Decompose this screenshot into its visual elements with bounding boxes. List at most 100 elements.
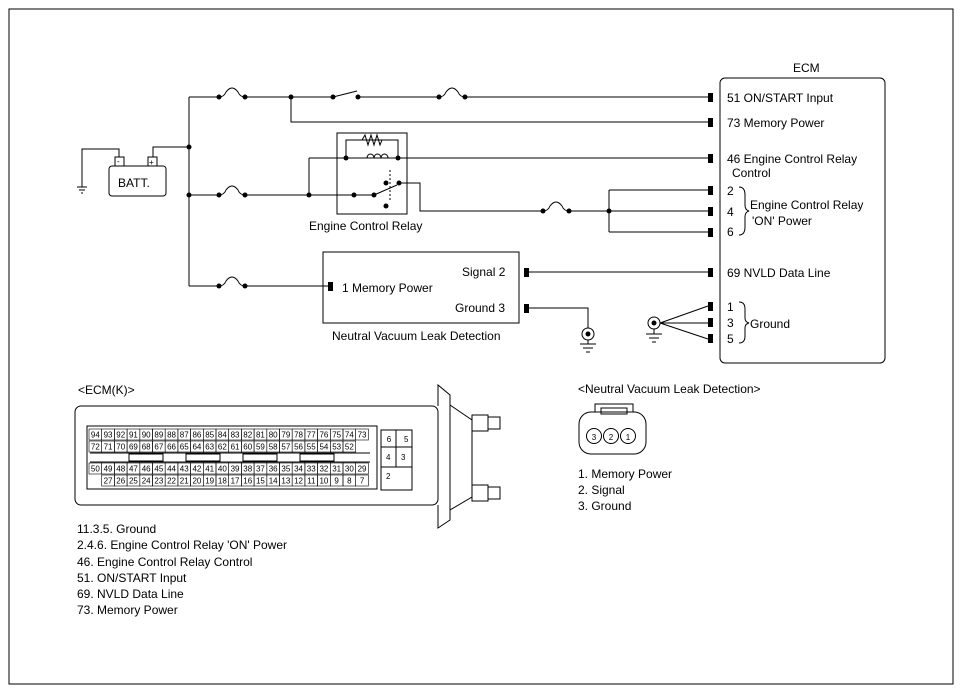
relay-power-brace (738, 186, 750, 236)
ecm-k-side-2: 2 (386, 472, 391, 481)
ecm-k-pin-20: 20 (192, 477, 201, 486)
ecm-k-pin-11: 11 (307, 477, 316, 486)
nvld-conn-legend-2: 2. Signal (578, 483, 625, 497)
ecm-k-pin-52: 52 (345, 443, 354, 452)
ecm-k-side-3: 3 (401, 453, 406, 462)
ecm-k-pin-67: 67 (154, 443, 163, 452)
ecm-k-pin-48: 48 (116, 465, 125, 474)
ecm-k-pin-79: 79 (281, 431, 290, 440)
ecm-k-pin-34: 34 (294, 465, 303, 474)
ecm-k-pin-75: 75 (332, 431, 341, 440)
ecm-k-pin-59: 59 (256, 443, 265, 452)
ecm-k-pin-26: 26 (116, 477, 125, 486)
ecm-k-pin-55: 55 (307, 443, 316, 452)
ecm-pin-4: 4 (727, 205, 734, 219)
ecm-k-pin-24: 24 (142, 477, 151, 486)
ecm-k-pin-62: 62 (218, 443, 227, 452)
ground-brace (738, 301, 750, 344)
ecm-k-pin-58: 58 (269, 443, 278, 452)
ecm-k-pin-22: 22 (167, 477, 176, 486)
ecm-k-pin-47: 47 (129, 465, 138, 474)
ecm-k-pin-69: 69 (129, 443, 138, 452)
ecm-k-pin-30: 30 (345, 465, 354, 474)
nvld-title: Neutral Vacuum Leak Detection (332, 329, 501, 343)
ecm-k-pin-87: 87 (180, 431, 189, 440)
ecm-k-pin-89: 89 (154, 431, 163, 440)
ecm-k-pin-54: 54 (319, 443, 328, 452)
ecm-pin-2: 2 (727, 184, 734, 198)
nvld-module (322, 251, 529, 324)
ecm-k-pin-71: 71 (104, 443, 113, 452)
ecm-k-pin-14: 14 (269, 477, 278, 486)
ecm-pin-5: 5 (727, 332, 734, 346)
nvld-conn-title: <Neutral Vacuum Leak Detection> (578, 382, 761, 396)
ecm-k-legend-1: 11.3.5. Ground (77, 522, 156, 536)
ecm-k-pin-45: 45 (154, 465, 163, 474)
ecm-k-pin-18: 18 (218, 477, 227, 486)
ecm-k-pin-73: 73 (358, 431, 367, 440)
nvld-conn-pin-3: 3 (592, 433, 597, 442)
ecm-k-pin-53: 53 (332, 443, 341, 452)
battery: - + BATT. (77, 146, 189, 197)
ecm-k-pin-33: 33 (307, 465, 316, 474)
diagram-border (8, 8, 954, 685)
ecm-k-pin-65: 65 (180, 443, 189, 452)
ecm-k-pin-40: 40 (218, 465, 227, 474)
ecm-k-pin-37: 37 (256, 465, 265, 474)
ecm-k-pin-42: 42 (192, 465, 201, 474)
ecm-k-pin-76: 76 (319, 431, 328, 440)
ecm-pin-51: 51 ON/START Input (727, 91, 834, 105)
ecm-k-connector (74, 383, 501, 529)
ecm-k-pin-68: 68 (142, 443, 151, 452)
ecm-k-pin-21: 21 (180, 477, 189, 486)
ecm-k-pin-86: 86 (192, 431, 201, 440)
ecm-pin-markers (708, 93, 713, 343)
ecm-k-pin-88: 88 (167, 431, 176, 440)
ecm-k-pin-83: 83 (231, 431, 240, 440)
power-bus-wiring (186, 87, 709, 353)
ecm-k-pin-46: 46 (142, 465, 151, 474)
ecm-k-pin-82: 82 (243, 431, 252, 440)
ecm-k-pin-8: 8 (347, 477, 352, 486)
ecm-k-legend-3: 46. Engine Control Relay Control (77, 555, 252, 569)
nvld-conn-legend-1: 1. Memory Power (578, 467, 672, 481)
ecm-k-legend: 11.3.5. Ground 2.4.6. Engine Control Rel… (77, 522, 287, 617)
ecm-k-pin-92: 92 (116, 431, 125, 440)
ecm-k-pin-91: 91 (129, 431, 138, 440)
ecm-pin-69: 69 NVLD Data Line (727, 266, 831, 280)
ecm-k-pin-39: 39 (231, 465, 240, 474)
ecm-k-pin-57: 57 (281, 443, 290, 452)
ecm-k-pin-29: 29 (358, 465, 367, 474)
nvld-conn-pin-2: 2 (609, 433, 614, 442)
ground-label: Ground (750, 317, 790, 331)
ecm-k-pin-13: 13 (281, 477, 290, 486)
ecm-k-title: <ECM(K)> (78, 383, 135, 397)
ecm-title: ECM (793, 61, 820, 75)
battery-minus: - (117, 157, 120, 166)
ecm-k-pin-10: 10 (319, 477, 328, 486)
ecm-k-pin-56: 56 (294, 443, 303, 452)
ecm-k-pin-70: 70 (116, 443, 125, 452)
ecm-k-pin-38: 38 (243, 465, 252, 474)
ecm-k-pin-43: 43 (180, 465, 189, 474)
ecm-k-legend-4: 51. ON/START Input (77, 571, 187, 585)
ecm-k-pin-41: 41 (205, 465, 214, 474)
ecm-k-pin-7: 7 (360, 477, 365, 486)
ecm-k-pin-23: 23 (154, 477, 163, 486)
nvld-signal: Signal 2 (462, 265, 506, 279)
ecm-k-pin-50: 50 (91, 465, 100, 474)
ecm-k-pin-90: 90 (142, 431, 151, 440)
ecm-k-pin-93: 93 (104, 431, 113, 440)
ecm-k-pin-63: 63 (205, 443, 214, 452)
ecm-k-pin-25: 25 (129, 477, 138, 486)
ecm-pin-46-line2: Control (732, 166, 771, 180)
ecm-pin-1: 1 (727, 300, 734, 314)
ecm-k-pin-60: 60 (243, 443, 252, 452)
nvld-memory-power: 1 Memory Power (342, 281, 433, 295)
ecm-k-pin-9: 9 (334, 477, 339, 486)
ecm-k-side-6: 6 (387, 435, 392, 444)
ecm-k-pin-66: 66 (167, 443, 176, 452)
ecm-k-legend-5: 69. NVLD Data Line (77, 587, 184, 601)
